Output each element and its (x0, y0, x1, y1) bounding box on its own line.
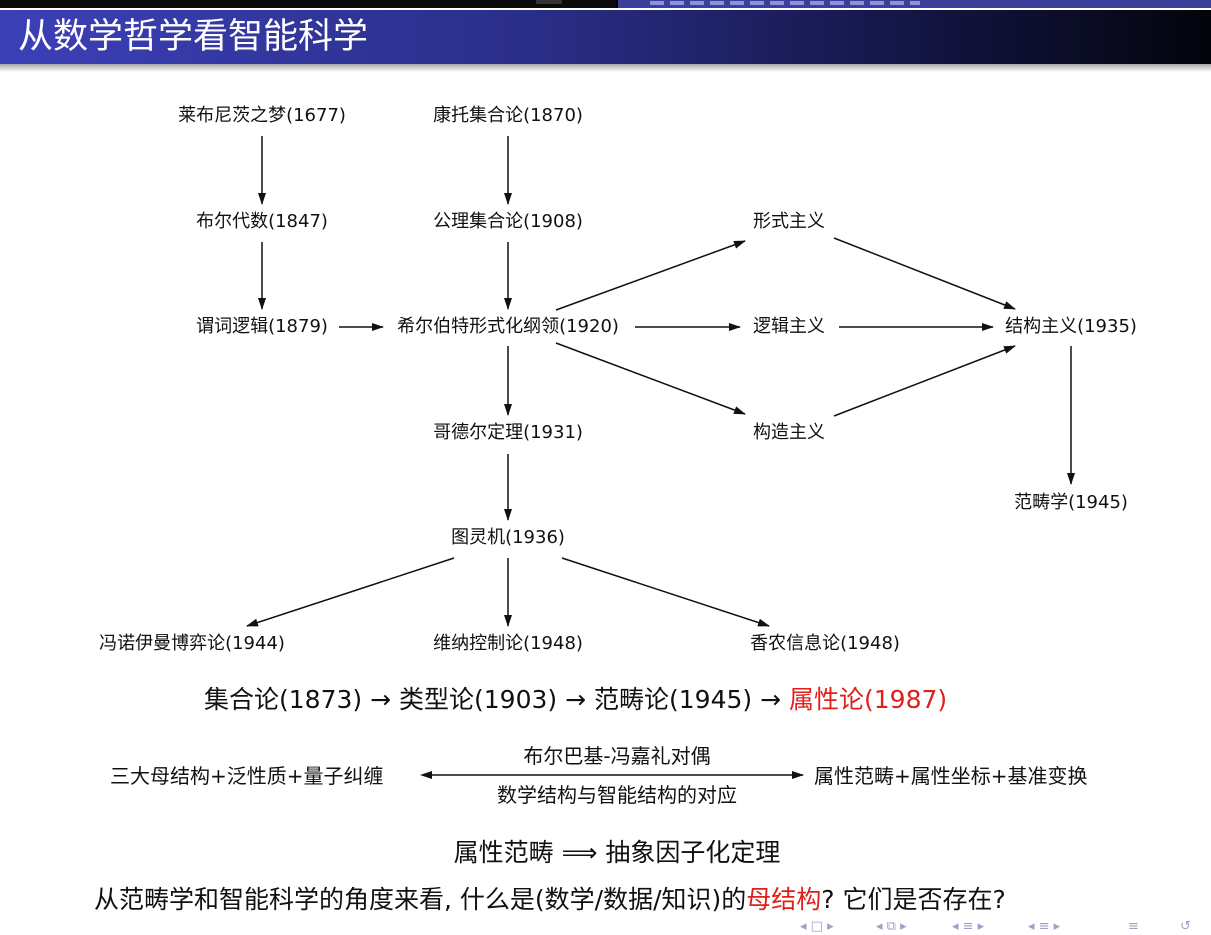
node-logicism: 逻辑主义 (753, 316, 825, 337)
nav-frame-left-icon[interactable]: ◂ □ ▸ (800, 919, 834, 934)
arrow-turing-vonneumann (246, 557, 455, 627)
nav-frame-right-icon[interactable]: ◂ ≡ ▸ (1028, 919, 1061, 934)
arrow-formalism-structuralism (833, 237, 1016, 310)
arrow-hilbert-formalism (555, 240, 746, 311)
duality-bottom-label: 数学结构与智能结构的对应 (497, 783, 737, 807)
beamer-navigation-bar: ◂ □ ▸ ◂ ⧉ ▸ ◂ ≡ ▸ ◂ ≡ ▸ ≡ ↺ (792, 918, 1211, 935)
node-category-study: 范畴学(1945) (1014, 492, 1128, 513)
theory-category-theory: 范畴论(1945) (594, 685, 753, 714)
theory-attribute-theory: 属性论(1987) (789, 685, 948, 714)
node-cantor-set-theory: 康托集合论(1870) (433, 105, 583, 126)
theory-set-theory: 集合论(1873) (204, 685, 363, 714)
node-wiener-cybernetics: 维纳控制论(1948) (433, 633, 583, 654)
arrow-constructivism-structuralism (833, 345, 1016, 417)
node-vonneumann-game-theory: 冯诺伊曼博弈论(1944) (99, 633, 285, 654)
arrow-hilbert-constructivism (555, 342, 746, 415)
theory-arrow-3: → (760, 685, 782, 714)
nav-subsection-icon[interactable]: ◂ ⧉ ▸ (876, 919, 907, 934)
question-prefix: 从范畴学和智能科学的角度来看, 什么是(数学/数据/知识)的 (94, 885, 747, 914)
page-title: 从数学哲学看智能科学 (18, 17, 369, 57)
title-bar: 从数学哲学看智能科学 (0, 10, 1211, 72)
node-structuralism: 结构主义(1935) (1005, 316, 1137, 337)
node-hilbert-program: 希尔伯特形式化纲领(1920) (397, 316, 619, 337)
node-constructivism: 构造主义 (753, 422, 825, 443)
theorem-line: 属性范畴 ⟹ 抽象因子化定理 (454, 840, 781, 865)
theorem-left: 属性范畴 (453, 838, 554, 867)
theorem-right: 抽象因子化定理 (605, 838, 781, 867)
top-strip-left (0, 0, 616, 8)
node-shannon-information: 香农信息论(1948) (750, 633, 900, 654)
node-turing-machine: 图灵机(1936) (451, 527, 565, 548)
arrow-turing-shannon (561, 557, 770, 627)
nav-section-icon[interactable]: ◂ ≡ ▸ (952, 919, 985, 934)
duality-right: 属性范畴+属性坐标+基准变换 (814, 764, 1088, 788)
question-suffix: ? 它们是否存在? (821, 885, 1006, 914)
node-leibniz-dream: 莱布尼茨之梦(1677) (178, 105, 346, 126)
question-line: 从范畴学和智能科学的角度来看, 什么是(数学/数据/知识)的母结构? 它们是否存… (94, 887, 1006, 912)
theory-arrow-1: → (370, 685, 392, 714)
node-godel-theorem: 哥德尔定理(1931) (433, 422, 583, 443)
theorem-implies: ⟹ (561, 838, 598, 867)
theory-type-theory: 类型论(1903) (399, 685, 558, 714)
duality-top-label: 布尔巴基-冯嘉礼对偶 (523, 744, 711, 768)
node-formalism: 形式主义 (753, 211, 825, 232)
node-axiomatic-set-theory: 公理集合论(1908) (433, 211, 583, 232)
theory-chain: 集合论(1873) → 类型论(1903) → 范畴论(1945) → 属性论(… (204, 687, 947, 712)
nav-align-icon[interactable]: ≡ (1128, 919, 1139, 934)
nav-search-icon[interactable]: ↺ (1180, 919, 1191, 934)
node-boolean-algebra: 布尔代数(1847) (196, 211, 328, 232)
theory-arrow-2: → (565, 685, 587, 714)
top-strip-section-mark (536, 0, 562, 4)
top-navigation-strip (0, 0, 1211, 8)
top-strip-subsection-text (650, 1, 920, 5)
node-predicate-logic: 谓词逻辑(1879) (196, 316, 328, 337)
duality-left: 三大母结构+泛性质+量子纠缠 (110, 764, 384, 788)
question-highlight: 母结构 (746, 885, 822, 914)
